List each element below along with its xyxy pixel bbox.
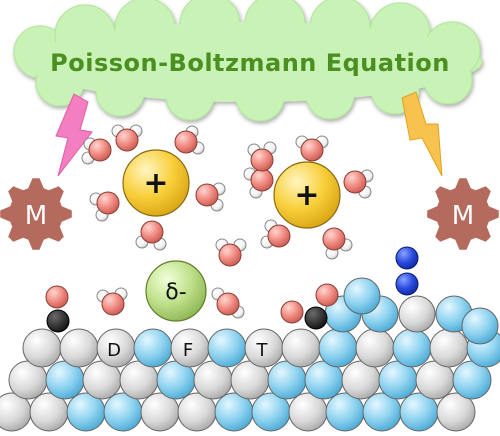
site-label-f: F (183, 340, 193, 361)
co-adsorbate (280, 283, 339, 330)
water-molecule (81, 137, 112, 165)
surface-atom (429, 328, 469, 368)
carbon-atom (304, 306, 328, 330)
solvent-molecules (45, 124, 419, 333)
surface-atom (318, 328, 358, 368)
oxygen-atom (96, 191, 120, 215)
oxygen-atom (174, 130, 198, 154)
surface-atom (281, 328, 321, 368)
nitrogen-atom (395, 272, 419, 296)
carbon-atom (46, 309, 70, 333)
surface-atom (392, 328, 432, 368)
oxygen-atom (322, 227, 346, 251)
adsorbate-ion: δ- (145, 260, 207, 322)
n2-adsorbate (395, 246, 419, 296)
oxygen-atom (115, 128, 139, 152)
oxygen-atom (267, 224, 291, 248)
water-molecule (343, 169, 374, 199)
metal-surface-slab (0, 277, 500, 432)
water-molecule (215, 238, 247, 267)
cation-right-charge: + (294, 178, 319, 213)
oxygen-atom (88, 138, 112, 162)
cation-left: + (122, 149, 190, 217)
cation-right: + (273, 161, 341, 229)
oxygen-atom (45, 285, 69, 309)
surface-atom (22, 328, 62, 368)
gear-left-label: M (25, 201, 47, 231)
adsorbate-ion-label: δ- (165, 280, 186, 305)
oxygen-atom (218, 243, 242, 267)
surface-atom (207, 328, 247, 368)
gear-icon (0, 178, 72, 250)
water-molecule (295, 135, 329, 162)
lightning-bolt-right-icon (401, 91, 443, 177)
oxygen-atom (343, 170, 367, 194)
site-label-t: T (256, 340, 269, 361)
oxygen-atom (300, 138, 324, 162)
co-adsorbate (45, 285, 70, 333)
water-molecule (135, 220, 167, 251)
gear-body (0, 178, 72, 250)
nitrogen-atom (395, 246, 419, 270)
oxygen-atom (140, 220, 164, 244)
surface-atom (355, 328, 395, 368)
water-molecule (174, 125, 205, 155)
cation-left-charge: + (143, 166, 168, 201)
gear-body (427, 178, 499, 250)
gear-icon (427, 178, 499, 250)
surface-atom (398, 295, 436, 333)
surface-atom (461, 307, 499, 345)
lightning-bolt-left-icon (55, 93, 93, 177)
surface-atom (343, 277, 381, 315)
surface-atom (59, 328, 99, 368)
surface-atom (436, 392, 476, 432)
oxygen-atom (216, 292, 240, 316)
water-molecule (260, 219, 291, 249)
water-molecule (247, 141, 277, 172)
oxygen-atom (280, 300, 304, 324)
title-text: Poisson-Boltzmann Equation (50, 49, 450, 77)
water-molecule (89, 191, 120, 222)
water-molecule (211, 287, 245, 319)
water-molecule (111, 124, 143, 152)
site-label-d: D (107, 340, 121, 361)
oxygen-atom (250, 168, 274, 192)
oxygen-atom (195, 183, 219, 207)
oxygen-atom (101, 292, 125, 316)
water-molecule (195, 182, 226, 212)
oxygen-atom (315, 283, 339, 307)
water-molecule (322, 227, 353, 260)
water-molecule (243, 167, 274, 199)
surface-atom (133, 328, 173, 368)
oxygen-atom (250, 148, 274, 172)
gear-right-label: M (452, 201, 474, 231)
title-cloud (13, 0, 483, 122)
water-molecule (96, 287, 128, 316)
